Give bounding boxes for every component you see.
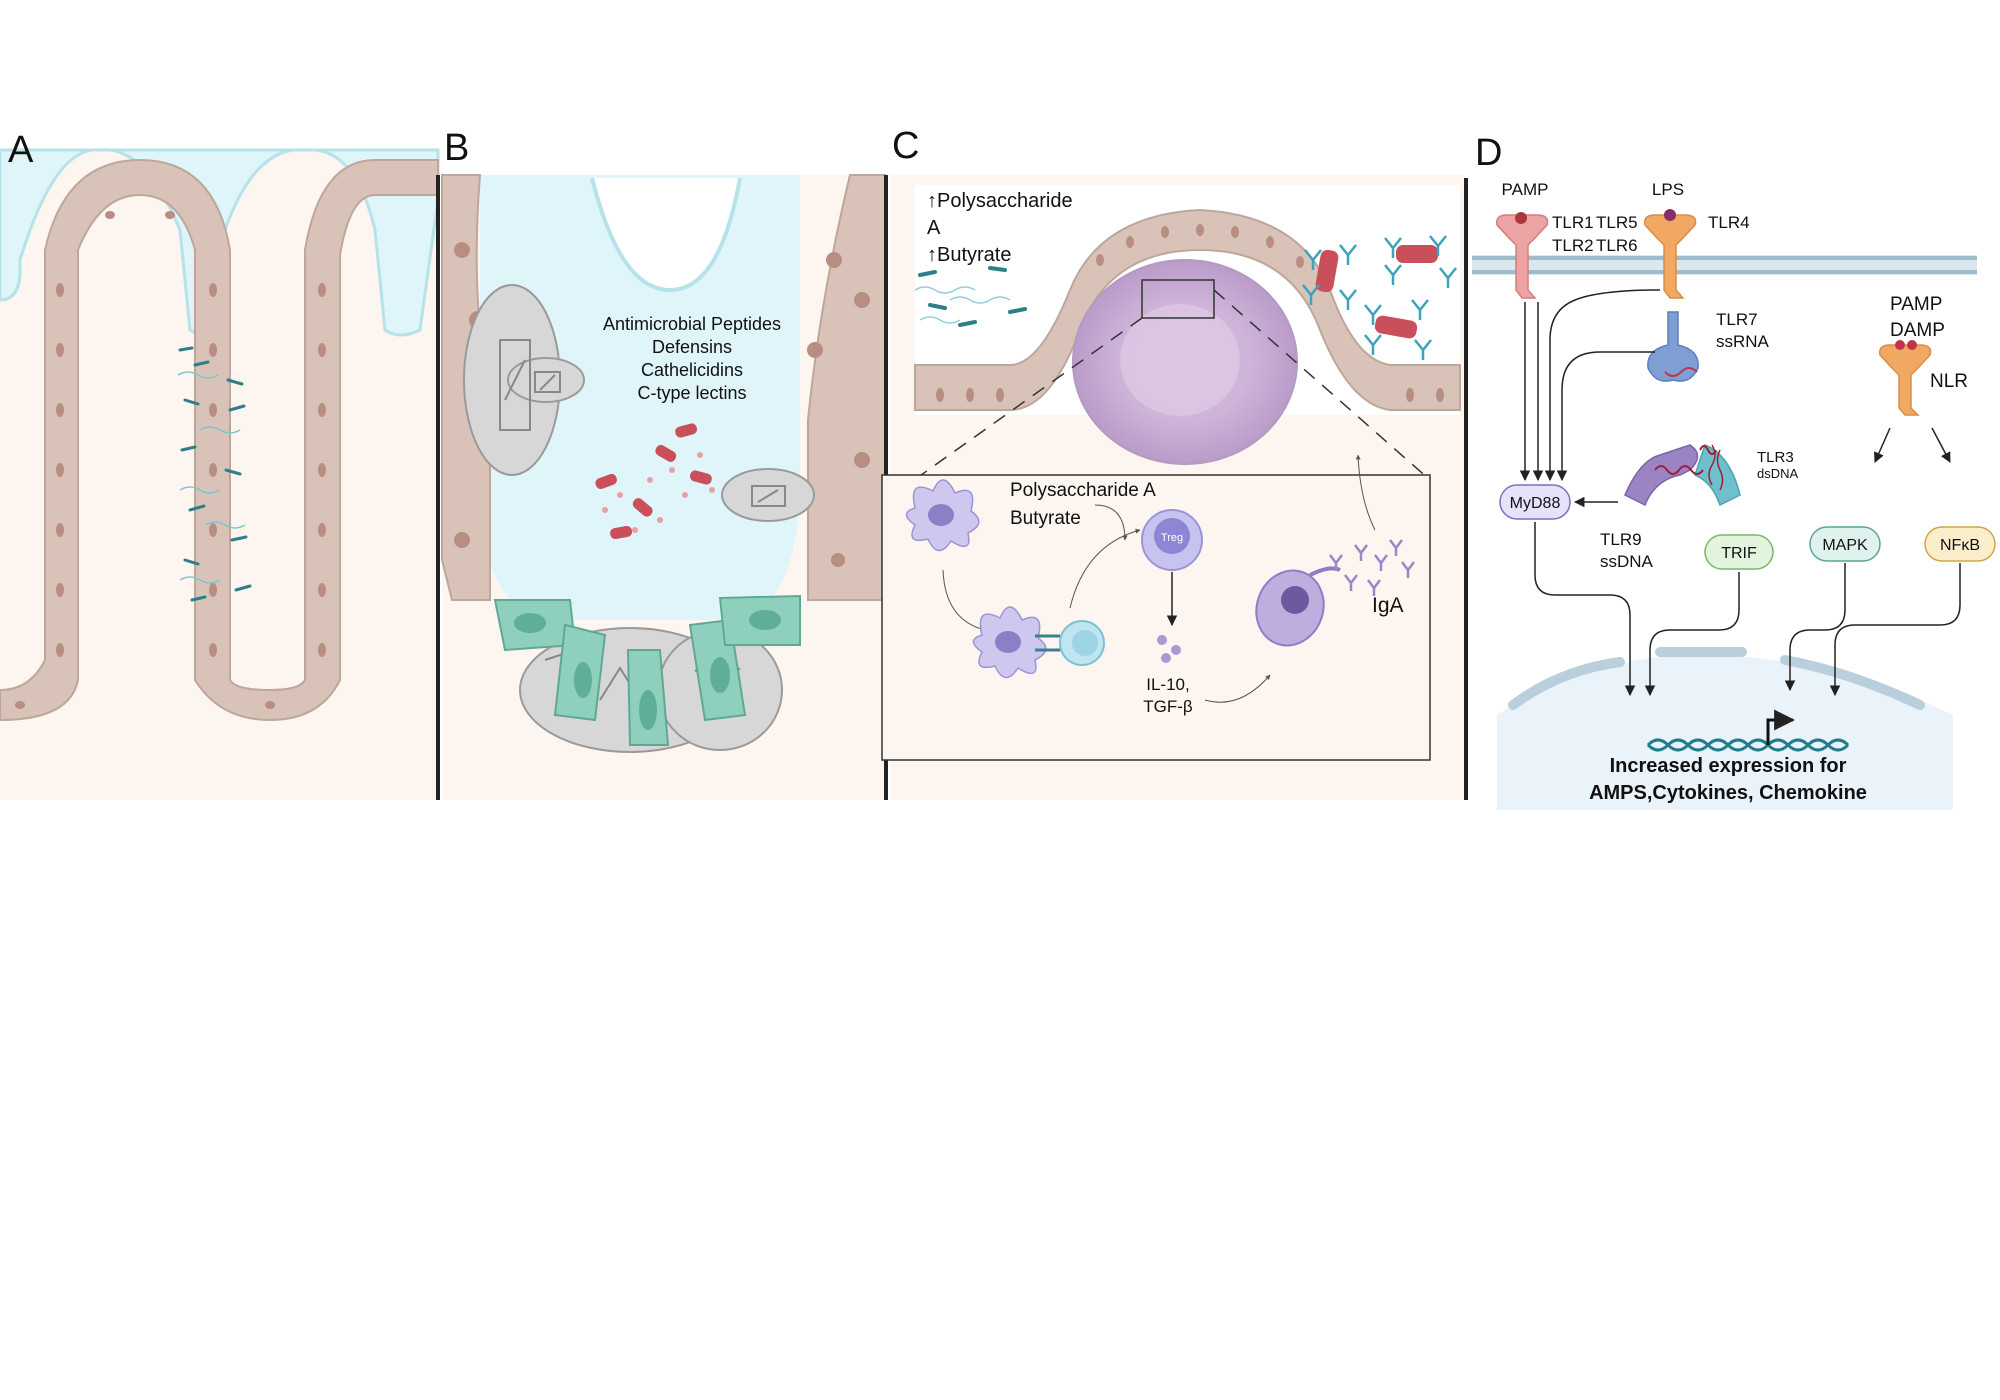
tlr2-label: TLR2 [1552, 236, 1594, 255]
treg-label: Treg [1161, 532, 1183, 544]
expression-label-line1: Increased expression for [1610, 755, 1847, 777]
tlr-receptor-pink [1495, 214, 1549, 299]
dna-helix [1646, 738, 1850, 752]
inset-polysaccharide-a-label: Polysaccharide A [1010, 480, 1156, 501]
tlr5-label: TLR5 [1596, 213, 1638, 232]
dsdna-label: dsDNA [1757, 466, 1799, 481]
tlr-receptor-blue [1647, 311, 1699, 382]
plasma-cell [1255, 566, 1341, 647]
expression-label-line2: AMPS,Cytokines, Chemokine [1589, 782, 1867, 804]
iga-label: IgA [1372, 594, 1404, 617]
trif-label: TRIF [1721, 545, 1757, 562]
bacteria [918, 266, 1027, 327]
panel-b: Antimicrobial Peptides Defensins Catheli… [441, 127, 886, 800]
bacteria [1315, 245, 1438, 339]
dendritic-cell [905, 479, 980, 552]
pamp-top-label: PAMP [1502, 180, 1549, 199]
peptide-label-2: Cathelicidins [641, 360, 743, 380]
panel-b-letter: B [444, 127, 469, 169]
nfkb-label: NFκB [1940, 537, 1980, 554]
tlr7-label: TLR7 [1716, 310, 1758, 329]
up-butyrate-label: ↑Butyrate [927, 244, 1011, 266]
epithelial-villus [914, 208, 1461, 411]
panel-d: D PAMP LPS TLR1 TLR5 TLR2 TLR6 TLR4 TLR7… [1472, 132, 1996, 810]
peptide-label-3: C-type lectins [637, 383, 746, 403]
damp-nlr-label: DAMP [1890, 320, 1945, 341]
lps-label: LPS [1652, 180, 1684, 199]
ssrna-label: ssRNA [1716, 332, 1770, 351]
up-polysaccharide-a-label: A [927, 217, 941, 239]
trif-node: TRIF [1704, 534, 1774, 570]
up-polysaccharide-label: ↑Polysaccharide [927, 190, 1073, 212]
il10-label: IL-10, [1146, 675, 1189, 694]
ssdna-label: ssDNA [1600, 552, 1654, 571]
treg-cell: Treg [1141, 509, 1203, 571]
nfkb-node: NFκB [1924, 526, 1996, 562]
tlr1-label: TLR1 [1552, 213, 1594, 232]
t-cell [1059, 620, 1105, 666]
mucus-layer [590, 177, 742, 293]
panel-a-letter: A [8, 129, 34, 171]
tlr-receptor-teal [1694, 444, 1741, 507]
panel-c-letter: C [892, 125, 919, 167]
tlr3-label: TLR3 [1757, 449, 1794, 466]
nlr-label: NLR [1930, 371, 1968, 392]
mapk-node: MAPK [1809, 526, 1881, 562]
cell-membrane [1472, 255, 1977, 275]
pamp-nlr-label: PAMP [1890, 294, 1942, 315]
epithelial-villus [807, 174, 886, 601]
dendritic-cell [972, 606, 1047, 679]
antibody [1329, 539, 1415, 596]
tlr9-label: TLR9 [1600, 530, 1642, 549]
tlr-receptor-purple [1624, 444, 1699, 507]
bacteria [178, 346, 252, 602]
tlr6-label: TLR6 [1596, 236, 1638, 255]
panel-c: ↑Polysaccharide A ↑Butyrate Polysacchari… [881, 125, 1464, 800]
panel-d-letter: D [1475, 132, 1502, 174]
epithelial-villus [0, 158, 439, 722]
myd88-node: MyD88 [1499, 484, 1571, 520]
mapk-label: MAPK [1822, 537, 1868, 554]
nlr-receptor [1878, 344, 1932, 416]
peptide-label-1: Defensins [652, 337, 732, 357]
peptide-label-0: Antimicrobial Peptides [603, 314, 781, 334]
bacteria [595, 423, 712, 540]
inset-butyrate-label: Butyrate [1010, 508, 1081, 529]
panel-a: A [0, 129, 440, 800]
tlr-receptor-orange [1643, 214, 1697, 299]
zoom-box [1141, 279, 1215, 319]
myd88-label: MyD88 [1510, 495, 1561, 512]
tlr4-label: TLR4 [1708, 213, 1750, 232]
antibody [1302, 235, 1457, 360]
tgfb-label: TGF-β [1143, 697, 1193, 716]
